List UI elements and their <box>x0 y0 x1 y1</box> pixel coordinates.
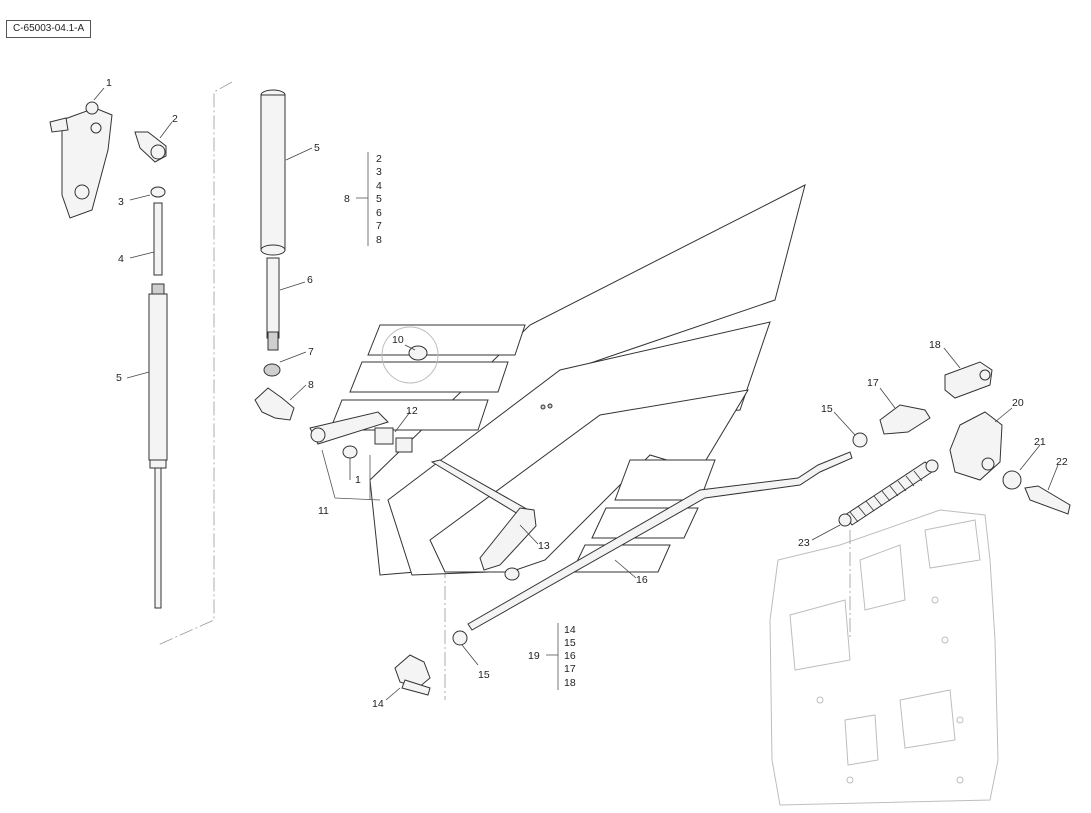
callout-label: 21 <box>1034 436 1046 448</box>
diagram-reference-label: C-65003-04.1-A <box>6 20 92 38</box>
callout-label: 22 <box>1056 456 1068 468</box>
lever-linkage <box>309 326 553 459</box>
guide-plate-outlines <box>329 184 806 576</box>
clip-and-clevis <box>879 361 993 435</box>
callout-label: 14 <box>372 698 384 710</box>
group-9-item: 6 <box>376 207 382 219</box>
callout-labels: 1 2 3 4 5 5 6 7 8 10 11 12 1 13 14 15 15… <box>106 77 1068 710</box>
group-19-item: 18 <box>564 677 576 689</box>
group-19-label: 19 <box>528 650 540 662</box>
group-19-item: 15 <box>564 637 576 649</box>
lower-linkage-rod <box>394 432 868 696</box>
group-9-item: 4 <box>376 180 382 192</box>
callout-label: 17 <box>867 377 879 389</box>
callout-label: 3 <box>118 196 124 208</box>
group-9-item: 7 <box>376 220 382 232</box>
group-9-item: 2 <box>376 153 382 165</box>
callout-label: 16 <box>636 574 648 586</box>
group-19-item: 14 <box>564 624 576 636</box>
callout-label: 8 <box>308 379 314 391</box>
callout-label: 6 <box>307 274 313 286</box>
callout-label: 23 <box>798 537 810 549</box>
callout-label: 2 <box>172 113 178 125</box>
left-gas-strut <box>148 186 168 609</box>
callout-label: 5 <box>314 142 320 154</box>
group-9-item: 8 <box>376 234 382 246</box>
group-19-item: 16 <box>564 650 576 662</box>
group-19-list: 19 14 15 16 17 18 <box>528 623 576 690</box>
callout-label: 5 <box>116 372 122 384</box>
group-9-item: 5 <box>376 193 382 205</box>
group-19-item: 17 <box>564 663 576 675</box>
top-mount-bracket <box>49 101 167 219</box>
callout-label: 11 <box>318 505 329 517</box>
group-9-label: 8 <box>344 193 350 205</box>
callout-label: 12 <box>406 405 418 417</box>
group-9-list: 8 2 3 4 5 6 7 8 <box>344 152 382 246</box>
group-11-bracket <box>321 449 381 501</box>
callout-label: 15 <box>478 669 490 681</box>
callout-label: 15 <box>821 403 833 415</box>
group-9-item: 3 <box>376 166 382 178</box>
callout-label: 1 <box>106 77 112 89</box>
callout-label: 7 <box>308 346 314 358</box>
callout-label: 10 <box>392 334 404 346</box>
center-tube-assembly <box>254 89 295 421</box>
crank-shaft <box>430 459 537 581</box>
leader-lines <box>93 87 1059 701</box>
callout-label: 1 <box>355 474 361 486</box>
callout-label: 13 <box>538 540 550 552</box>
callout-label: 18 <box>929 339 941 351</box>
callout-label: 4 <box>118 253 124 265</box>
spring-bracket-assembly <box>838 411 1071 527</box>
callout-label: 20 <box>1012 397 1024 409</box>
mounting-plate-ghost <box>769 509 999 806</box>
